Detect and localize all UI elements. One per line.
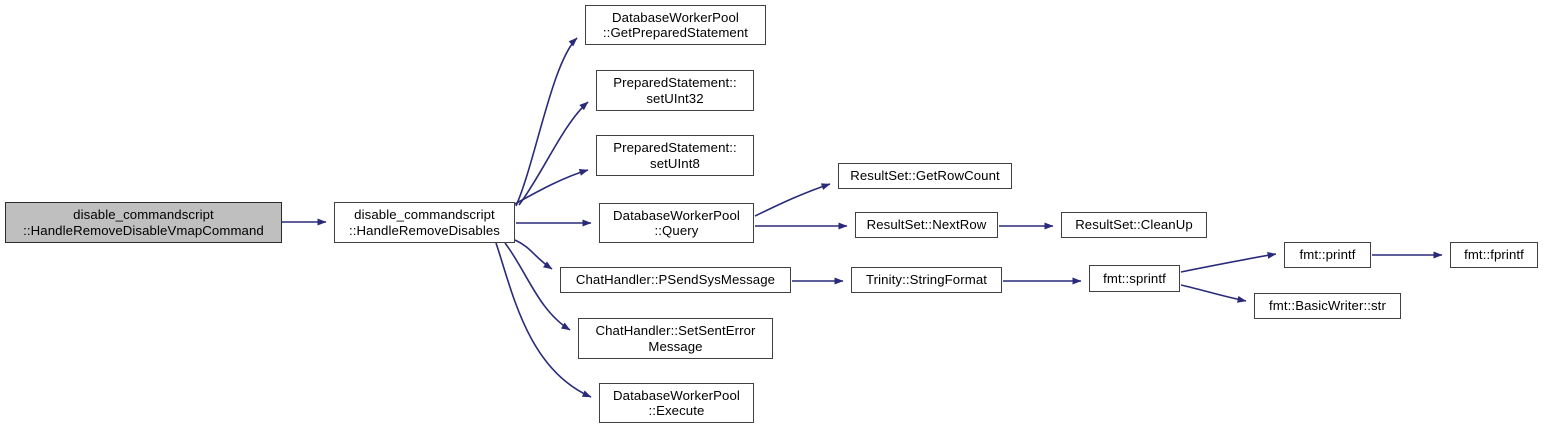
graph-node-label: ChatHandler::SetSentError Message	[595, 323, 756, 354]
graph-node-label: PreparedStatement:: setUInt8	[613, 140, 737, 171]
graph-node-label: Trinity::StringFormat	[865, 272, 988, 288]
graph-node-fmt_fprintf[interactable]: fmt::fprintf	[1450, 242, 1538, 268]
graph-node-set_uint32[interactable]: PreparedStatement:: setUInt32	[596, 70, 754, 111]
graph-edge-handle_remove_disables-to-set_uint32	[518, 101, 589, 206]
graph-node-label: fmt::printf	[1299, 247, 1356, 263]
graph-node-set_sent_error_message[interactable]: ChatHandler::SetSentError Message	[578, 318, 773, 359]
graph-node-label: fmt::sprintf	[1103, 270, 1166, 286]
graph-node-execute[interactable]: DatabaseWorkerPool ::Execute	[599, 383, 754, 423]
graph-node-next_row[interactable]: ResultSet::NextRow	[855, 212, 998, 238]
graph-node-label: disable_commandscript ::HandleRemoveDisa…	[23, 207, 264, 238]
graph-node-set_uint8[interactable]: PreparedStatement:: setUInt8	[596, 135, 754, 176]
graph-edge-query-to-get_row_count	[754, 183, 831, 217]
graph-node-fmt_printf[interactable]: fmt::printf	[1284, 242, 1371, 268]
graph-node-psend_sys_message[interactable]: ChatHandler::PSendSysMessage	[560, 267, 791, 293]
graph-node-label: fmt::BasicWriter::str	[1269, 298, 1386, 314]
graph-node-basic_writer_str[interactable]: fmt::BasicWriter::str	[1254, 293, 1401, 319]
graph-node-query[interactable]: DatabaseWorkerPool ::Query	[599, 203, 754, 243]
graph-node-clean_up[interactable]: ResultSet::CleanUp	[1061, 212, 1207, 238]
graph-node-root[interactable]: disable_commandscript ::HandleRemoveDisa…	[5, 202, 282, 243]
graph-node-label: PreparedStatement:: setUInt32	[613, 75, 737, 106]
graph-node-label: ResultSet::NextRow	[866, 217, 987, 233]
graph-node-label: DatabaseWorkerPool ::Query	[613, 207, 740, 239]
graph-node-handle_remove_disables[interactable]: disable_commandscript ::HandleRemoveDisa…	[334, 202, 515, 243]
graph-node-get_row_count[interactable]: ResultSet::GetRowCount	[838, 163, 1012, 189]
graph-node-string_format[interactable]: Trinity::StringFormat	[851, 267, 1002, 293]
graph-node-label: DatabaseWorkerPool ::Execute	[613, 387, 740, 419]
graph-node-label: DatabaseWorkerPool ::GetPreparedStatemen…	[602, 9, 749, 41]
graph-node-fmt_sprintf[interactable]: fmt::sprintf	[1089, 265, 1180, 292]
graph-edge-fmt_sprintf-to-basic_writer_str	[1180, 284, 1247, 303]
graph-node-label: ChatHandler::PSendSysMessage	[575, 272, 776, 288]
graph-edge-handle_remove_disables-to-set_uint8	[514, 169, 589, 205]
graph-node-label: fmt::fprintf	[1464, 247, 1524, 263]
graph-edge-handle_remove_disables-to-get_prepared_statement	[515, 37, 578, 207]
graph-node-get_prepared_statement[interactable]: DatabaseWorkerPool ::GetPreparedStatemen…	[585, 5, 766, 45]
graph-node-label: disable_commandscript ::HandleRemoveDisa…	[349, 207, 500, 238]
graph-edge-handle_remove_disables-to-psend_sys_message	[514, 239, 553, 270]
graph-edge-fmt_sprintf-to-fmt_printf	[1180, 251, 1277, 273]
graph-node-label: ResultSet::CleanUp	[1075, 217, 1193, 233]
graph-node-label: ResultSet::GetRowCount	[850, 168, 1000, 184]
